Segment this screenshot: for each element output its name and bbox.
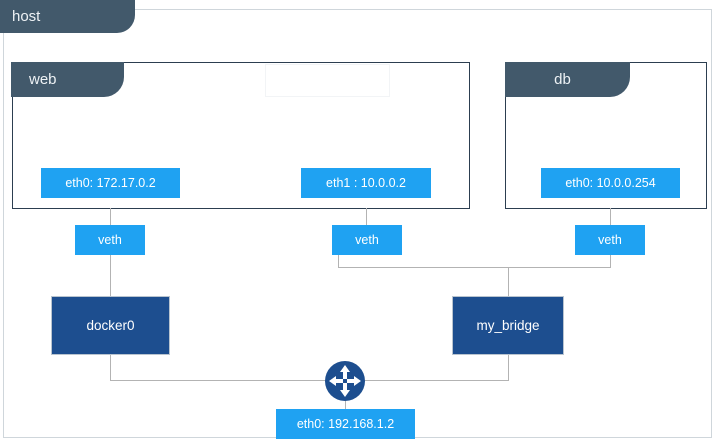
line-bus-to-mybridge [508, 267, 509, 296]
line-mybridge-bus [338, 267, 611, 268]
line-web-eth1-to-veth [366, 208, 367, 230]
line-veth-web-down [338, 254, 339, 268]
veth-mybridge-web-label: veth [355, 233, 379, 247]
nic-web-eth0-label: eth0: 172.17.0.2 [65, 176, 156, 190]
bridge-my-bridge-label: my_bridge [476, 318, 540, 333]
veth-mybridge-db[interactable]: veth [575, 225, 645, 255]
host-tab-label: host [12, 8, 41, 25]
nic-web-eth1-label: eth1 : 10.0.0.2 [326, 176, 406, 190]
veth-mybridge-db-label: veth [598, 233, 622, 247]
container-db-tab[interactable]: db [505, 62, 630, 97]
veth-docker0-label: veth [98, 233, 122, 247]
bridge-docker0[interactable]: docker0 [51, 296, 170, 355]
router-icon[interactable] [324, 360, 366, 402]
container-web-label: web [29, 71, 57, 88]
nic-web-eth1[interactable]: eth1 : 10.0.0.2 [301, 168, 431, 198]
line-bottom-bus [110, 380, 508, 381]
container-db-label: db [554, 71, 571, 88]
line-db-eth0-to-veth [610, 208, 611, 230]
ghost-rectangle-artifact [265, 64, 390, 97]
nic-host-eth0[interactable]: eth0: 192.168.1.2 [276, 409, 415, 439]
container-web-tab[interactable]: web [11, 62, 124, 97]
nic-web-eth0[interactable]: eth0: 172.17.0.2 [41, 168, 180, 198]
line-web-eth0-to-docker0 [110, 208, 111, 310]
nic-db-eth0[interactable]: eth0: 10.0.0.254 [541, 168, 680, 198]
line-docker0-down [110, 354, 111, 381]
veth-mybridge-web[interactable]: veth [332, 225, 402, 255]
line-mybridge-down [508, 354, 509, 381]
nic-host-eth0-label: eth0: 192.168.1.2 [296, 417, 395, 431]
bridge-my-bridge[interactable]: my_bridge [452, 296, 564, 355]
veth-docker0[interactable]: veth [75, 225, 145, 255]
router-icon-svg [325, 361, 365, 401]
bridge-docker0-label: docker0 [86, 318, 135, 333]
nic-db-eth0-label: eth0: 10.0.0.254 [565, 176, 656, 190]
host-tab[interactable]: host [0, 0, 135, 33]
line-veth-db-down [610, 254, 611, 268]
